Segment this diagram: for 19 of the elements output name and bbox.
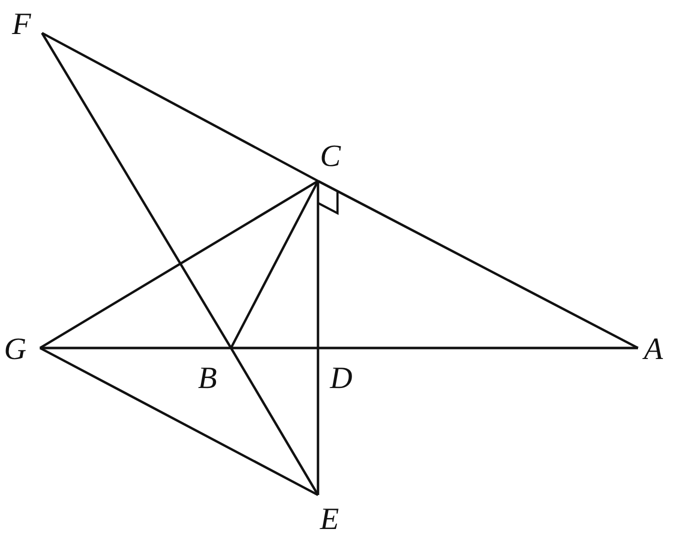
line-segment [316,348,320,495]
line-segment [39,180,319,350]
line-segment [231,346,318,350]
point-label: D [330,362,352,393]
line-segment [318,346,638,350]
line-segment [39,346,319,496]
line-segment [230,180,320,349]
point-label: E [320,503,339,534]
line-segment [316,181,320,348]
point-label: F [12,8,31,39]
line-segment [230,347,320,496]
point-label: G [4,333,26,364]
point-label: C [320,140,341,171]
line-segment [40,32,232,349]
line-segment [40,346,231,350]
point-label: A [644,333,663,364]
line-segment [317,180,639,350]
point-label: B [198,362,217,393]
line-segment [41,32,319,182]
